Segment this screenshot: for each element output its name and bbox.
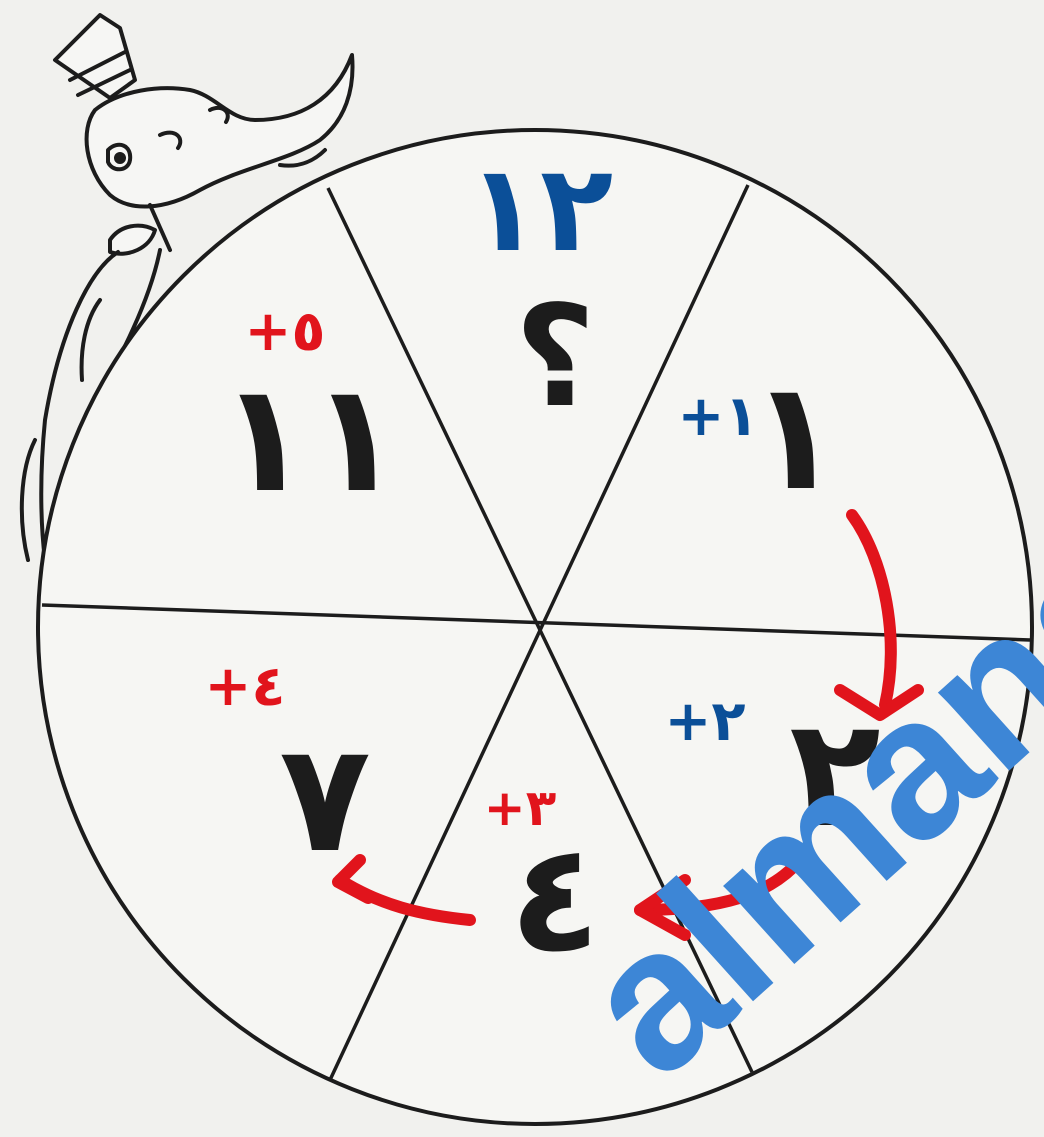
step-annotation-5: +٥: [244, 299, 325, 364]
section-upper-left-number: ١١: [218, 352, 401, 526]
section-upper-right-number: ١: [749, 350, 841, 524]
step-annotation-2: +٢: [664, 689, 745, 754]
step-annotation-4: +٤: [204, 654, 285, 719]
step-annotation-3: +٣: [484, 779, 556, 837]
answer-annotation: ١٢: [467, 140, 613, 279]
step-annotation-1: +١: [677, 384, 758, 449]
section-top-number: ؟: [514, 276, 595, 439]
